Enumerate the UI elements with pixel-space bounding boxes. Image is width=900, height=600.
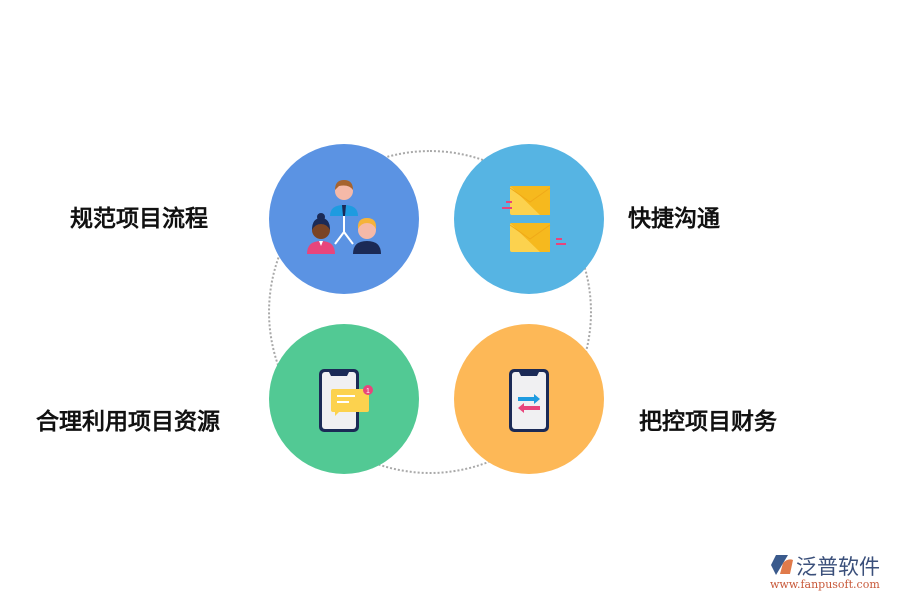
notification-badge: 1: [366, 388, 370, 395]
label-resources: 合理利用项目资源: [36, 409, 220, 435]
phone-transfer-icon: [509, 369, 549, 432]
label-communication: 快捷沟通: [628, 206, 720, 232]
dotted-connector-ring: [268, 150, 592, 474]
node-communication: [454, 144, 604, 294]
node-process: [269, 144, 419, 294]
node-finance: [454, 324, 604, 474]
label-process: 规范项目流程: [70, 206, 208, 232]
brand-logo: 泛普软件 www.fanpusoft.com: [768, 551, 898, 596]
fanpu-logo-icon: [771, 555, 793, 575]
org-chart-people-icon: [307, 180, 381, 254]
label-finance: 把控项目财务: [639, 409, 777, 435]
phone-notification-icon: 1: [319, 369, 373, 432]
brand-name: 泛普软件: [796, 555, 880, 579]
envelopes-icon: [502, 186, 566, 252]
brand-url: www.fanpusoft.com: [770, 578, 880, 591]
node-resources: 1: [269, 324, 419, 474]
